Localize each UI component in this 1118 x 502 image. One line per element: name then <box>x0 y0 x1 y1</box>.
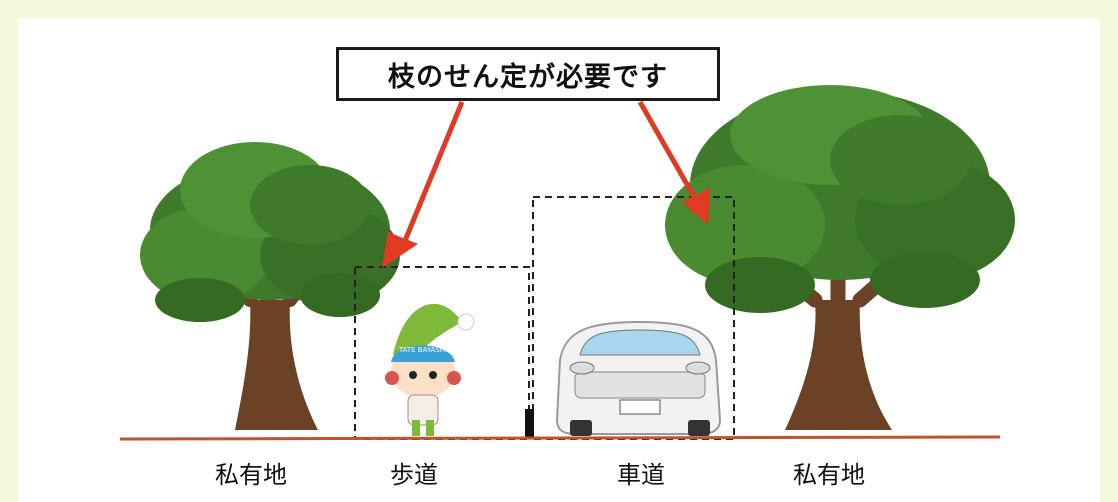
tree-right-icon <box>665 85 1015 430</box>
title-box: 枝のせん定が必要です <box>336 47 720 101</box>
label-sidewalk: 歩道 <box>390 461 438 489</box>
label-roadway: 車道 <box>617 461 665 489</box>
arrow-left <box>382 101 465 268</box>
ground-line <box>119 435 1001 441</box>
car-icon <box>555 320 722 436</box>
bollard-icon <box>525 409 534 439</box>
mascot-icon: TATE BAYASHI <box>385 303 475 436</box>
tree-left-icon <box>140 142 400 430</box>
mascot-hat-text: TATE BAYASHI <box>398 346 447 354</box>
label-private-right: 私有地 <box>793 461 865 489</box>
arrow-right <box>637 100 710 225</box>
label-private-left: 私有地 <box>215 461 287 489</box>
